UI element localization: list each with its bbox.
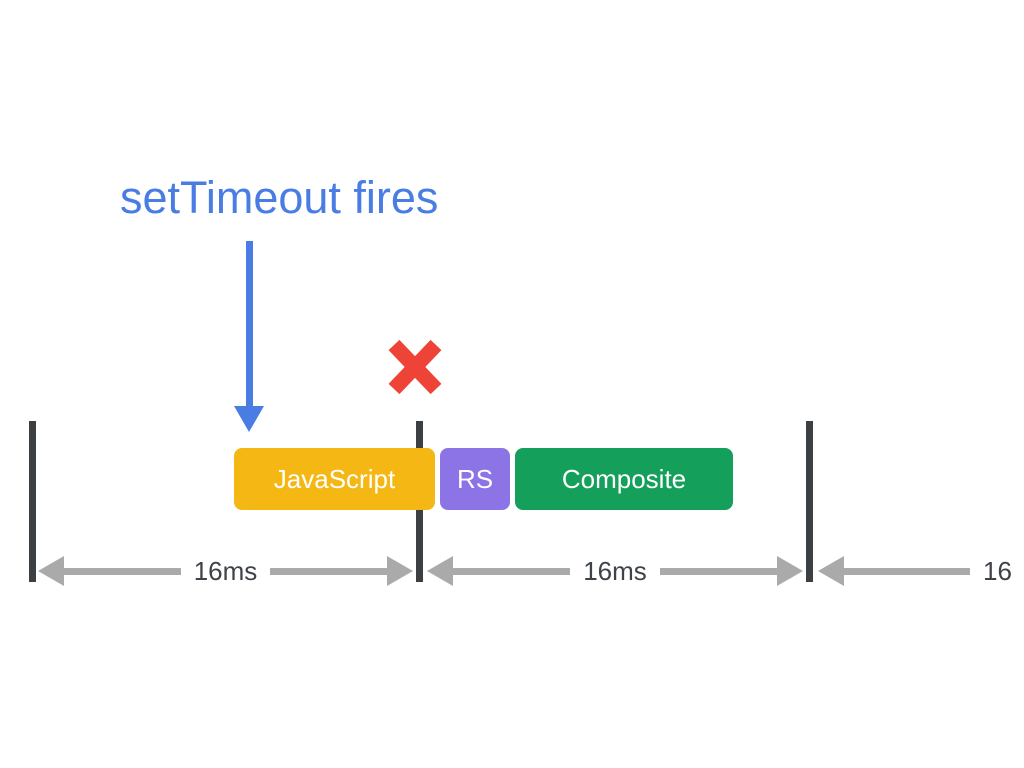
arrow-line <box>270 567 388 575</box>
interval-label-16-partial: 16 <box>983 555 1012 586</box>
frame-boundary-1 <box>29 421 36 582</box>
task-javascript: JavaScript <box>234 448 435 510</box>
arrow-line <box>844 567 970 575</box>
arrowhead-right-icon <box>777 556 804 586</box>
red-x-icon <box>388 339 442 395</box>
interval-arrow-1: 16ms <box>38 555 414 586</box>
interval-arrow-2: 16ms <box>427 555 804 586</box>
arrowhead-left-icon <box>818 556 844 586</box>
callout-settimeout-label: setTimeout fires <box>120 172 439 223</box>
task-rs: RS <box>440 448 510 510</box>
arrowhead-left-icon <box>38 556 64 586</box>
interval-label-16ms: 16ms <box>583 555 647 586</box>
arrow-line <box>453 567 571 575</box>
arrowhead-left-icon <box>427 556 453 586</box>
callout-down-arrow-line <box>246 241 253 408</box>
arrow-line <box>659 567 778 575</box>
arrowhead-right-icon <box>387 556 414 586</box>
frame-boundary-3 <box>806 421 813 582</box>
interval-label-16ms: 16ms <box>193 555 258 586</box>
arrow-line <box>64 567 181 575</box>
callout-down-arrow-head-icon <box>234 406 264 432</box>
interval-arrow-3-clipped: 16 <box>818 556 1024 586</box>
task-composite: Composite <box>515 448 733 510</box>
